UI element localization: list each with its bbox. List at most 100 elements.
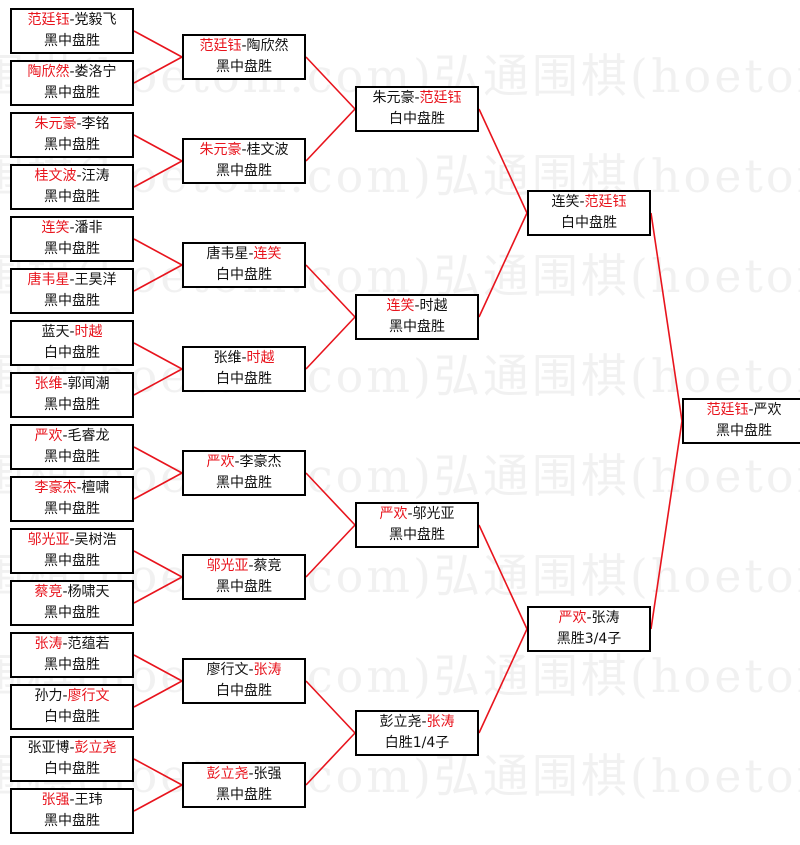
- player-name: 李豪杰: [239, 454, 282, 470]
- bracket-connector: [133, 472, 183, 500]
- bracket-connector: [133, 264, 183, 292]
- match-result: 黑中盘胜: [216, 59, 272, 75]
- match-players: 张涛-范蕴若: [12, 634, 132, 655]
- match-players: 范廷钰-严欢: [684, 400, 800, 421]
- match-result: 白中盘胜: [561, 215, 617, 231]
- player-name: 桂文波: [246, 142, 289, 158]
- bracket-connector: [478, 524, 528, 630]
- player-name: 连笑: [253, 246, 282, 262]
- match-players: 范廷钰-陶欣然: [184, 36, 304, 57]
- player-name: 汪涛: [81, 168, 110, 184]
- separator: -: [414, 298, 420, 314]
- player-name: 王昊洋: [74, 272, 117, 288]
- bracket-connector: [133, 758, 183, 786]
- player-name: 蔡竞: [253, 558, 282, 574]
- match-players: 邬光亚-吴树浩: [12, 530, 132, 551]
- player-name: 彭立尧: [379, 714, 422, 730]
- player-name: 党毅飞: [74, 12, 117, 28]
- separator: -: [248, 558, 254, 574]
- match-box: 范廷钰-陶欣然黑中盘胜: [182, 34, 306, 80]
- match-players: 彭立尧-张强: [184, 764, 304, 785]
- match-result: 黑中盘胜: [44, 657, 100, 673]
- separator: -: [248, 246, 254, 262]
- player-name: 严欢: [558, 610, 587, 626]
- match-result: 黑中盘胜: [44, 553, 100, 569]
- match-box: 连笑-范廷钰白中盘胜: [527, 190, 651, 236]
- match-players: 唐韦星-连笑: [184, 244, 304, 265]
- match-result: 黑中盘胜: [216, 787, 272, 803]
- bracket-connector: [478, 212, 528, 318]
- bracket-connector: [133, 134, 183, 162]
- player-name: 范廷钰: [27, 12, 70, 28]
- match-box: 蓝天-时越白中盘胜: [10, 320, 134, 366]
- separator: -: [421, 714, 427, 730]
- player-name: 李豪杰: [34, 480, 77, 496]
- separator: -: [69, 740, 75, 756]
- player-name: 廖行文: [206, 662, 249, 678]
- match-box: 张涛-范蕴若黑中盘胜: [10, 632, 134, 678]
- bracket-connector: [478, 108, 528, 214]
- match-result: 黑胜3/4子: [556, 631, 622, 647]
- match-box: 连笑-潘非黑中盘胜: [10, 216, 134, 262]
- match-result: 黑中盘胜: [44, 85, 100, 101]
- bracket-connector: [133, 238, 183, 266]
- separator: -: [241, 350, 247, 366]
- match-box: 彭立尧-张强黑中盘胜: [182, 762, 306, 808]
- separator: -: [241, 38, 247, 54]
- player-name: 廖行文: [67, 688, 110, 704]
- separator: -: [76, 168, 82, 184]
- separator: -: [248, 662, 254, 678]
- bracket-connector: [133, 160, 183, 188]
- match-box: 严欢-毛睿龙黑中盘胜: [10, 424, 134, 470]
- match-result: 黑中盘胜: [716, 423, 772, 439]
- match-players: 严欢-邬光亚: [357, 504, 477, 525]
- match-box: 朱元豪-范廷钰白中盘胜: [355, 86, 479, 132]
- match-box: 张维-郭闻潮黑中盘胜: [10, 372, 134, 418]
- match-result: 白中盘胜: [389, 111, 445, 127]
- separator: -: [748, 402, 754, 418]
- bracket-connector: [305, 108, 356, 162]
- player-name: 邬光亚: [27, 532, 70, 548]
- match-players: 连笑-范廷钰: [529, 192, 649, 213]
- match-result: 黑中盘胜: [44, 241, 100, 257]
- player-name: 张强: [253, 766, 282, 782]
- player-name: 潘非: [74, 220, 103, 236]
- match-players: 廖行文-张涛: [184, 660, 304, 681]
- match-box: 邬光亚-吴树浩黑中盘胜: [10, 528, 134, 574]
- match-box: 严欢-李豪杰黑中盘胜: [182, 450, 306, 496]
- player-name: 连笑: [386, 298, 415, 314]
- player-name: 彭立尧: [206, 766, 249, 782]
- match-players: 朱元豪-桂文波: [184, 140, 304, 161]
- player-name: 毛睿龙: [67, 428, 110, 444]
- player-name: 连笑: [551, 194, 580, 210]
- player-name: 张涛: [34, 636, 63, 652]
- player-name: 时越: [419, 298, 448, 314]
- match-result: 黑中盘胜: [44, 449, 100, 465]
- player-name: 唐韦星: [27, 272, 70, 288]
- separator: -: [69, 272, 75, 288]
- bracket-connector: [305, 732, 356, 786]
- match-box: 张亚博-彭立尧白中盘胜: [10, 736, 134, 782]
- bracket-connector: [133, 446, 183, 474]
- match-result: 黑中盘胜: [44, 33, 100, 49]
- player-name: 范廷钰: [199, 38, 242, 54]
- separator: -: [234, 454, 240, 470]
- player-name: 陶欣然: [246, 38, 289, 54]
- match-players: 彭立尧-张涛: [357, 712, 477, 733]
- match-box: 朱元豪-桂文波黑中盘胜: [182, 138, 306, 184]
- bracket-connector: [305, 316, 356, 370]
- match-result: 黑中盘胜: [44, 501, 100, 517]
- match-players: 严欢-张涛: [529, 608, 649, 629]
- separator: -: [62, 636, 68, 652]
- separator: -: [62, 584, 68, 600]
- separator: -: [69, 64, 75, 80]
- match-result: 黑中盘胜: [44, 293, 100, 309]
- match-box: 连笑-时越黑中盘胜: [355, 294, 479, 340]
- separator: -: [69, 532, 75, 548]
- player-name: 郭闻潮: [67, 376, 110, 392]
- match-box: 孙力-廖行文白中盘胜: [10, 684, 134, 730]
- separator: -: [76, 480, 82, 496]
- player-name: 张涛: [591, 610, 620, 626]
- player-name: 朱元豪: [199, 142, 242, 158]
- match-players: 严欢-毛睿龙: [12, 426, 132, 447]
